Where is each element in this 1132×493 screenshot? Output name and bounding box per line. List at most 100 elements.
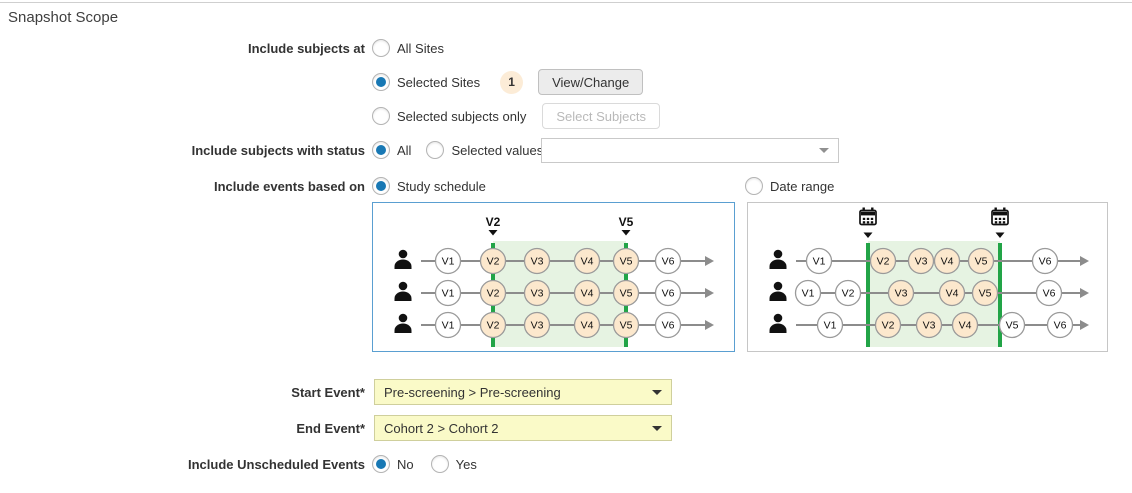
visit-circle-label: V4 <box>959 320 972 332</box>
visit-circle-label: V2 <box>842 288 855 300</box>
visit-circle-label: V3 <box>531 320 544 332</box>
unscheduled-yes-radio[interactable] <box>430 455 449 473</box>
visit-circle-label: V5 <box>620 256 633 268</box>
visit-circle-label: V3 <box>923 320 936 332</box>
visit-circle <box>933 247 961 275</box>
all-sites-radio[interactable] <box>372 39 390 57</box>
top-divider <box>0 2 1132 3</box>
selected-subjects-only-radio[interactable] <box>372 107 390 125</box>
visit-circle <box>434 247 462 275</box>
marker-triangle-icon <box>863 232 873 238</box>
visit-circle-label: V4 <box>581 288 594 300</box>
visit-circle <box>834 279 862 307</box>
visit-circle-label: V5 <box>1006 320 1019 332</box>
marker-triangle-icon <box>621 230 631 236</box>
marker-triangle-icon <box>995 232 1005 238</box>
visit-circle <box>434 279 462 307</box>
visit-circle-label: V2 <box>487 256 500 268</box>
study-schedule-radio[interactable] <box>372 177 390 195</box>
visit-circle <box>573 247 601 275</box>
calendar-icon <box>859 207 877 226</box>
unscheduled-no-radio[interactable] <box>372 455 390 473</box>
selected-sites-radio[interactable] <box>372 73 390 91</box>
visit-circle <box>874 311 902 339</box>
visit-circle <box>612 279 640 307</box>
visit-circle-label: V1 <box>442 256 455 268</box>
visit-circle <box>816 311 844 339</box>
visit-circle-label: V6 <box>1054 320 1067 332</box>
view-change-button[interactable]: View/Change <box>538 69 644 95</box>
visit-circle-label: V4 <box>941 256 954 268</box>
visit-circle-label: V3 <box>531 288 544 300</box>
include-events-based-on-label: Include events based on <box>214 178 365 194</box>
arrowhead-icon <box>705 320 714 330</box>
visit-circle-label: V4 <box>581 256 594 268</box>
person-icon <box>394 313 412 333</box>
status-all-radio[interactable] <box>372 141 390 159</box>
visit-circle-label: V5 <box>979 288 992 300</box>
include-subjects-at-label: Include subjects at <box>247 40 365 56</box>
visit-circle <box>612 311 640 339</box>
visit-circle-label: V6 <box>662 256 675 268</box>
selected-sites-radio-label: Selected Sites <box>397 74 481 90</box>
visit-circle-label: V2 <box>877 256 890 268</box>
visit-circle <box>573 311 601 339</box>
visit-circle <box>967 247 995 275</box>
chevron-down-icon <box>652 426 662 431</box>
date-range-radio[interactable] <box>745 177 763 195</box>
date-range-radio-label: Date range <box>770 178 835 194</box>
start-event-label: Start Event* <box>291 384 365 400</box>
select-subjects-button[interactable]: Select Subjects <box>542 103 660 129</box>
visit-circle-label: V2 <box>487 288 500 300</box>
visit-circle <box>479 247 507 275</box>
unscheduled-no-radio-label: No <box>397 456 414 472</box>
include-unscheduled-events-row: Include Unscheduled Events No Yes <box>0 451 477 477</box>
include-events-based-on-row: Include events based on Study schedule D… <box>0 173 834 199</box>
visit-circle-label: V6 <box>1039 256 1052 268</box>
status-values-dropdown[interactable] <box>541 137 839 163</box>
arrowhead-icon <box>1080 320 1089 330</box>
visit-circle <box>523 247 551 275</box>
person-icon <box>769 249 787 269</box>
study-schedule-radio-label: Study schedule <box>397 178 486 194</box>
visit-circle-label: V1 <box>824 320 837 332</box>
visit-circle-label: V6 <box>1043 288 1056 300</box>
visit-circle-label: V2 <box>882 320 895 332</box>
selected-subjects-only-row: Selected subjects only Select Subjects <box>0 103 660 129</box>
arrowhead-icon <box>705 256 714 266</box>
visit-circle <box>654 279 682 307</box>
visit-circle-label: V5 <box>620 320 633 332</box>
visit-circle <box>869 247 897 275</box>
start-event-dropdown-value: Pre-screening > Pre-screening <box>384 384 561 400</box>
visit-circle-label: V3 <box>895 288 908 300</box>
end-event-dropdown-value: Cohort 2 > Cohort 2 <box>384 420 499 436</box>
visit-circle <box>971 279 999 307</box>
visit-circle <box>654 247 682 275</box>
visit-circle-label: V4 <box>581 320 594 332</box>
visit-circle-label: V5 <box>975 256 988 268</box>
visit-circle-label: V1 <box>813 256 826 268</box>
visit-circle <box>479 279 507 307</box>
person-icon <box>394 249 412 269</box>
visit-circle <box>1035 279 1063 307</box>
status-selected-values-radio[interactable] <box>426 141 445 159</box>
calendar-icon <box>991 207 1009 226</box>
selected-sites-row: Selected Sites 1 View/Change <box>0 69 644 95</box>
visit-circle <box>523 311 551 339</box>
visit-circle <box>573 279 601 307</box>
visit-circle <box>805 247 833 275</box>
end-event-dropdown[interactable]: Cohort 2 > Cohort 2 <box>374 415 672 441</box>
visit-circle <box>907 247 935 275</box>
visit-circle <box>1046 311 1074 339</box>
visit-circle-label: V5 <box>620 288 633 300</box>
visit-circle <box>1031 247 1059 275</box>
visit-circle-label: V1 <box>442 288 455 300</box>
visit-circle <box>434 311 462 339</box>
start-event-dropdown[interactable]: Pre-screening > Pre-screening <box>374 379 672 405</box>
visit-marker-label: V5 <box>619 215 634 229</box>
visit-circle <box>612 247 640 275</box>
visit-circle <box>915 311 943 339</box>
